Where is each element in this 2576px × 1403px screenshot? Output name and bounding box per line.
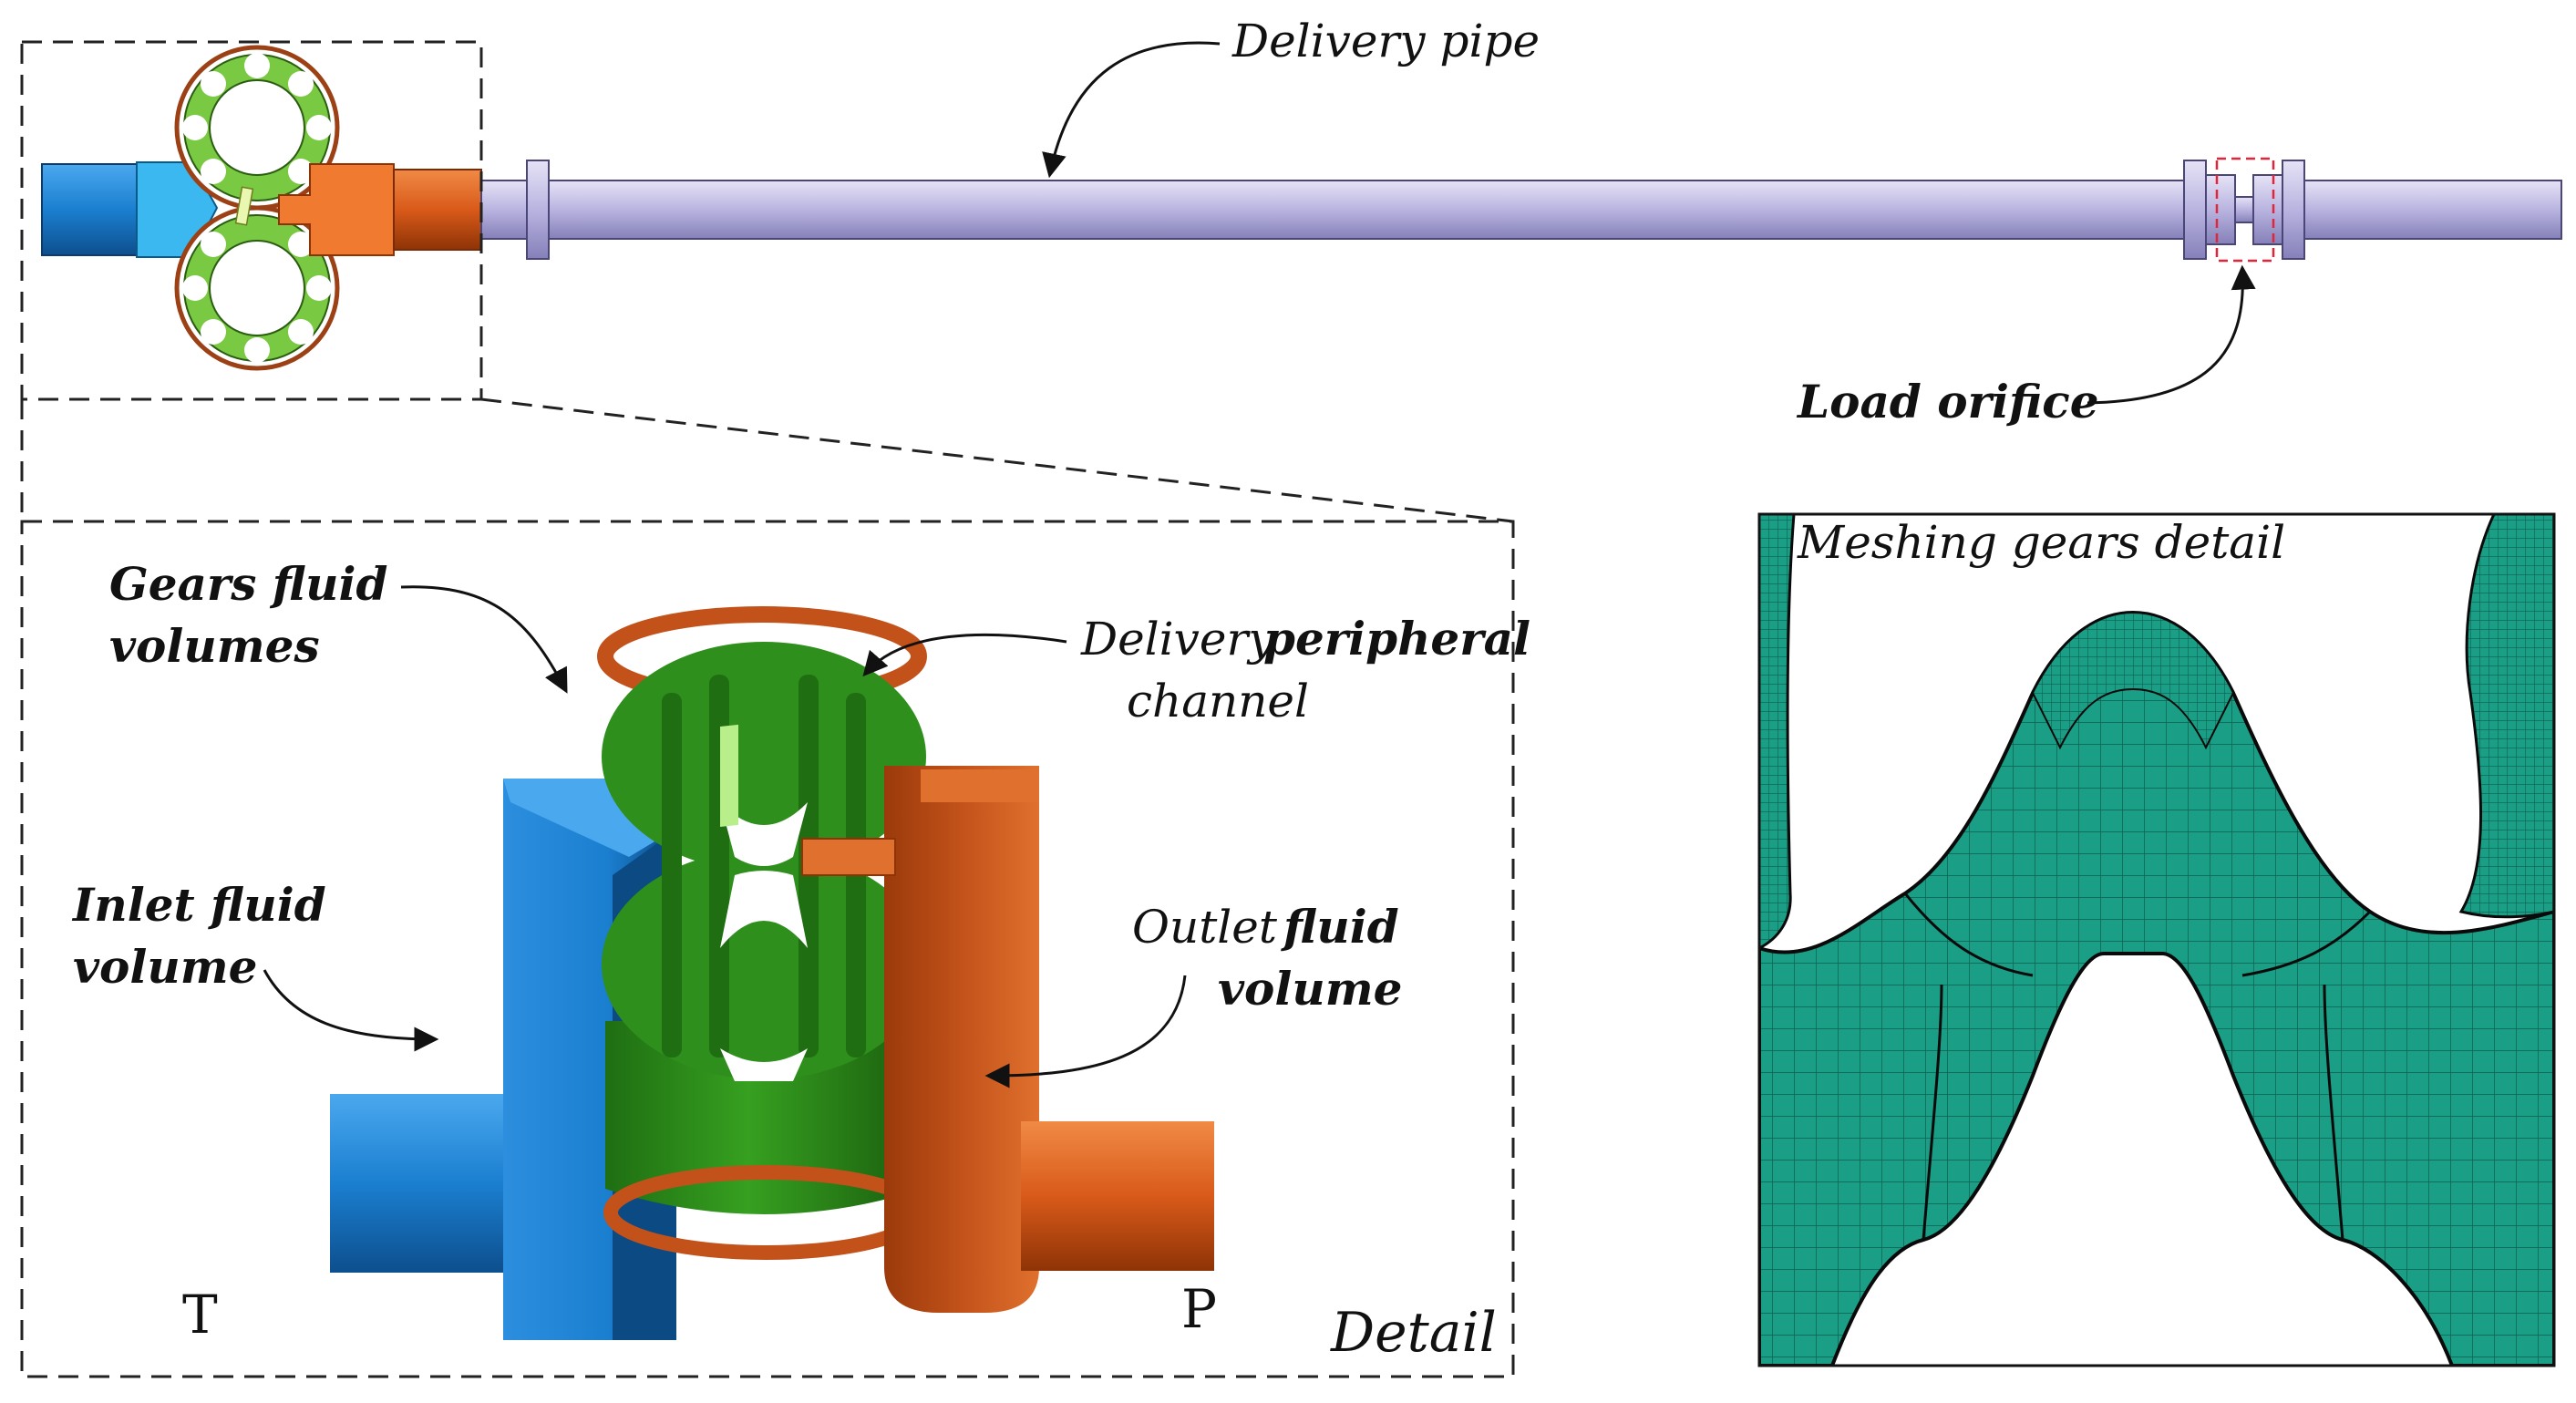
- mesh-left-tooth: [1759, 514, 1796, 950]
- port-t-label: T: [182, 1284, 218, 1346]
- load-orifice-label: Load orifice: [1796, 375, 2099, 428]
- inlet-label-1: Inlet fluid: [71, 878, 326, 932]
- inlet-label-2: volume: [73, 940, 257, 994]
- delivery-channel-label-2: channel: [1127, 675, 1309, 727]
- inlet-pipe: [41, 163, 143, 256]
- delivery-channel-label-1a: Delivery: [1080, 613, 1274, 665]
- outlet-port-pipe: [1021, 1121, 1214, 1271]
- delivery-pipe-label: Delivery pipe: [1231, 15, 1540, 67]
- inlet-arrow: [263, 969, 439, 1052]
- pipe-flange-3: [2282, 160, 2305, 260]
- load-orifice-highlight: [2215, 157, 2275, 263]
- port-p-label: P: [1181, 1278, 1217, 1340]
- delivery-channel-label-1b: peripheral: [1263, 612, 1530, 665]
- meshing-label: Meshing gears detail: [1797, 516, 2285, 569]
- pump-zoom-box: [20, 40, 483, 401]
- gear-upper: [602, 642, 926, 872]
- gear-cylinder: [605, 1021, 922, 1214]
- mesh-fold-right: [2241, 910, 2372, 1241]
- top-assembly: [41, 45, 2562, 371]
- outlet-arrow: [984, 975, 1187, 1088]
- top-gears: [174, 45, 340, 371]
- gear-lower: [602, 850, 926, 1079]
- inlet-port-pipe: [330, 1094, 512, 1273]
- delivery-pipe-body: [537, 180, 2192, 240]
- gear-gaps: [720, 802, 808, 1081]
- outlet-tab: [801, 838, 896, 876]
- outlet-pipe: [393, 169, 482, 251]
- orifice-block-left: [2205, 174, 2236, 245]
- delivery-channel-arrow: [862, 633, 1067, 677]
- pipe-flange-2: [2183, 160, 2207, 260]
- delivery-pipe-arrow: [1042, 41, 1221, 179]
- orifice-block-right: [2252, 174, 2283, 245]
- mesh-frame: [1757, 512, 2556, 1367]
- outlet-tower-top: [921, 769, 1039, 802]
- orifice-neck: [2234, 196, 2254, 223]
- mesh-detail: Meshing gears detail: [1757, 512, 2556, 1367]
- outlet-chamber: [278, 163, 395, 256]
- delivery-pipe-end: [2303, 180, 2562, 240]
- detail-3d-view: [330, 606, 1214, 1340]
- zoom-connector: [20, 397, 1514, 523]
- outlet-label-2: volume: [1218, 962, 1402, 1016]
- gears-fluid-label-1: Gears fluid: [109, 557, 387, 611]
- outlet-label-1b: fluid: [1281, 900, 1399, 954]
- gears-fluid-arrow: [400, 585, 568, 694]
- load-orifice-arrow: [2087, 264, 2256, 405]
- detail-box: [20, 520, 1515, 1378]
- mesh-fold-left: [1903, 892, 2034, 1241]
- pipe-flange-1: [526, 160, 550, 260]
- mesh-right-tooth: [2458, 514, 2554, 919]
- outlet-label-1a: Outlet: [1132, 901, 1278, 954]
- detail-label: Detail: [1330, 1301, 1497, 1365]
- outlet-tower: [884, 766, 1039, 1313]
- relief-slot: [720, 724, 738, 827]
- gears-fluid-label-2: volumes: [109, 619, 320, 673]
- mesh-crest: [2031, 611, 2235, 750]
